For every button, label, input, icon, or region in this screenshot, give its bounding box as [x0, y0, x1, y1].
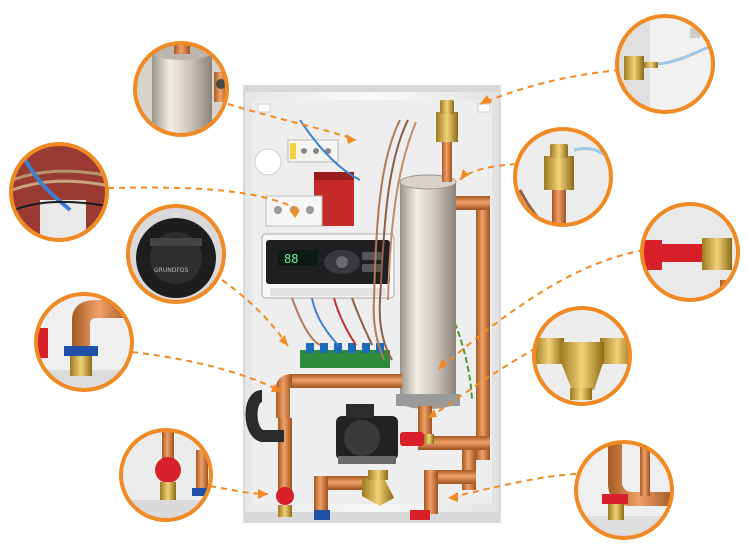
display-readout: 88 — [284, 252, 298, 266]
black-hose-left — [245, 390, 284, 442]
wiring-bundle — [291, 119, 473, 401]
heat-exchanger-cylinder — [396, 174, 460, 409]
leader-arrowheads — [258, 95, 492, 502]
callout-strainer-filter — [532, 306, 632, 406]
callout-circulation-pump: GRUNDFOS — [126, 204, 226, 304]
svg-text:GRUNDFOS: GRUNDFOS — [154, 267, 188, 274]
callout-copper-elbow-right — [574, 440, 674, 540]
callout-air-vent-mid — [513, 127, 613, 227]
bottom-connections — [276, 487, 430, 520]
callout-air-vent-top — [615, 14, 715, 114]
callout-safety-valve — [640, 202, 740, 302]
copper-pipework — [276, 196, 490, 514]
callout-red-valve-left — [119, 428, 213, 522]
callout-copper-elbow-left — [34, 292, 134, 392]
strainer-brass — [362, 470, 394, 506]
callout-heat-exchanger-top — [133, 41, 229, 137]
circulation-pump-body — [336, 404, 398, 464]
red-valve-handle — [400, 432, 434, 446]
terminal-block-top — [287, 139, 339, 163]
callout-wiring-harness — [9, 142, 109, 242]
air-vent-brass — [436, 100, 458, 182]
control-panel: 88 — [261, 233, 395, 299]
